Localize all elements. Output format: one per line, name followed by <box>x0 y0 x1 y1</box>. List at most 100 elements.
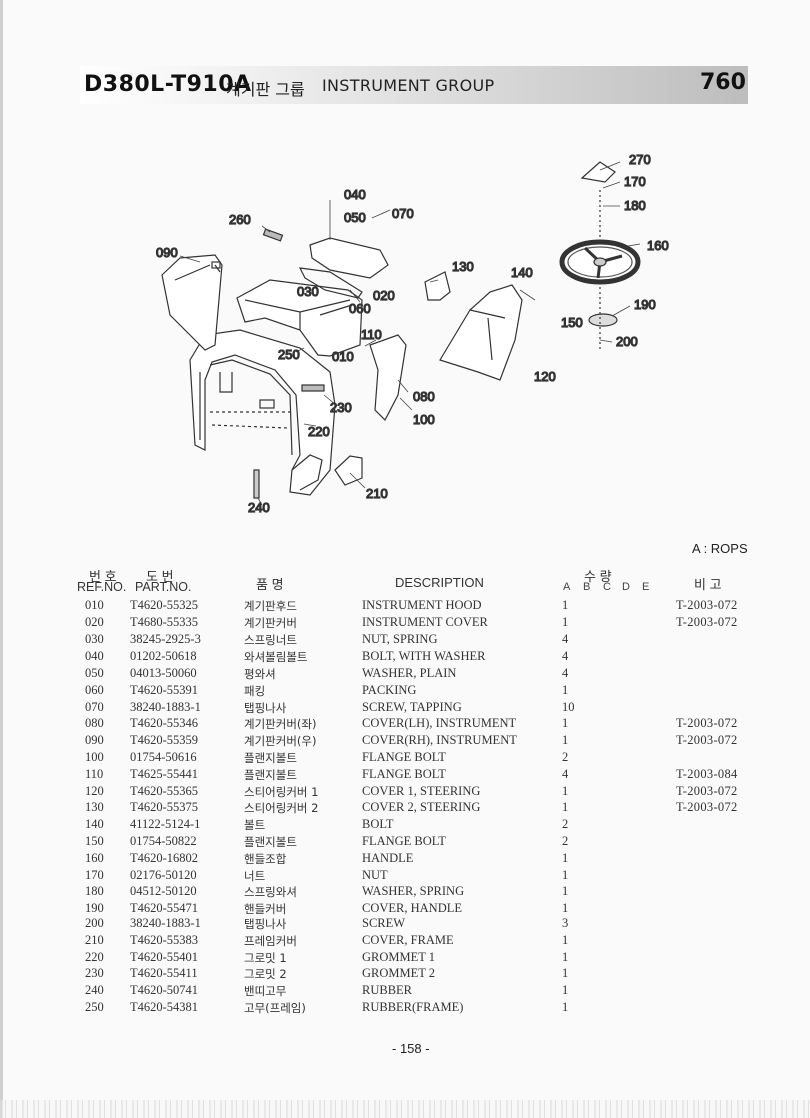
ref-no: 070 <box>85 700 104 714</box>
callout-150: 150 <box>561 315 583 330</box>
header-ref-ko: 번 호 <box>89 569 117 584</box>
rubber-240-drawing <box>253 469 260 499</box>
header-part-ko: 도 번 <box>146 569 174 584</box>
part-no: 02176-50120 <box>130 868 197 882</box>
group-title-ko: 계기판 그룹 <box>226 80 305 99</box>
qty: 1 <box>562 683 569 697</box>
description: FLANGE BOLT <box>362 834 446 848</box>
ref-no: 230 <box>85 966 104 980</box>
name-ko: 탭핑나사 <box>244 701 287 715</box>
part-no: T4620-54381 <box>130 1000 199 1014</box>
part-no: T4620-55359 <box>130 733 199 747</box>
part-no: 38240-1883-1 <box>130 916 201 930</box>
part-no: 01754-50616 <box>130 750 197 764</box>
ref-no: 150 <box>85 834 104 848</box>
name-ko: 볼트 <box>244 818 266 832</box>
qty: 1 <box>562 716 569 730</box>
name-ko: 계기판커버(우) <box>244 734 317 748</box>
name-ko: 스티어링커버 1 <box>244 785 319 799</box>
description: HANDLE <box>362 851 414 865</box>
callout-240: 240 <box>248 500 270 515</box>
part-no: T4620-16802 <box>130 851 199 865</box>
remark: T-2003-084 <box>676 767 738 781</box>
name-ko: 계기판후드 <box>244 599 297 613</box>
ref-no: 100 <box>85 750 104 764</box>
part-no: T4620-55365 <box>130 784 199 798</box>
name-ko: 플랜지볼트 <box>244 835 297 849</box>
qty: 1 <box>562 733 569 747</box>
page-edge <box>0 0 3 1118</box>
description: INSTRUMENT COVER <box>362 615 488 629</box>
part-no: 04013-50060 <box>130 666 197 680</box>
callout-170: 170 <box>624 174 646 189</box>
steering-covers-drawing <box>424 271 523 381</box>
name-ko: 계기판커버(좌) <box>244 717 317 731</box>
description: COVER, FRAME <box>362 933 454 947</box>
ref-no: 140 <box>85 817 104 831</box>
header-ref-en: REF.NO. <box>77 580 127 594</box>
name-ko: 핸들커버 <box>244 902 287 916</box>
callout-210: 210 <box>366 486 388 501</box>
qty: 3 <box>562 916 569 930</box>
qty: 1 <box>562 598 569 612</box>
ref-no: 190 <box>85 901 104 915</box>
remark: T-2003-072 <box>676 733 738 747</box>
ref-no: 110 <box>85 767 104 781</box>
ref-no: 220 <box>85 950 104 964</box>
name-ko: 스프링와셔 <box>244 885 297 899</box>
name-ko: 패킹 <box>244 684 266 698</box>
qty: 4 <box>562 666 569 680</box>
callout-080: 080 <box>413 389 435 404</box>
qty-col-d: D <box>622 581 630 593</box>
name-ko: 와셔볼림볼트 <box>244 650 308 664</box>
ref-no: 020 <box>85 615 104 629</box>
part-no: 38240-1883-1 <box>130 700 201 714</box>
description: BOLT <box>362 817 394 831</box>
name-ko: 너트 <box>244 869 266 883</box>
qty: 1 <box>562 901 569 915</box>
description: FLANGE BOLT <box>362 750 446 764</box>
name-ko: 플랜지볼트 <box>244 751 297 765</box>
name-ko: 그로밋 2 <box>244 967 287 981</box>
name-ko: 밴띠고무 <box>244 984 287 998</box>
model-title: D380L-T910A <box>84 72 252 97</box>
qty: 4 <box>562 767 569 781</box>
part-no: T4620-55471 <box>130 901 199 915</box>
callout-110: 110 <box>361 327 382 342</box>
callout-200: 200 <box>616 334 638 349</box>
qty: 1 <box>562 966 569 980</box>
remark: T-2003-072 <box>676 784 738 798</box>
ref-no: 080 <box>85 716 104 730</box>
callout-060: 060 <box>349 301 371 316</box>
callout-260: 260 <box>229 212 251 227</box>
ref-no: 200 <box>85 916 104 930</box>
description: COVER, HANDLE <box>362 901 462 915</box>
remark: T-2003-072 <box>676 598 738 612</box>
description: COVER 1, STEERING <box>362 784 481 798</box>
part-no: T4620-55375 <box>130 800 199 814</box>
qty: 1 <box>562 933 569 947</box>
header-name-ko: 품 명 <box>256 577 284 592</box>
qty-col-b: B <box>583 581 591 593</box>
rubber-260-drawing <box>262 228 284 242</box>
description: GROMMET 2 <box>362 966 436 980</box>
part-no: T4620-55401 <box>130 950 199 964</box>
ref-no: 210 <box>85 933 104 947</box>
page-number: - 158 - <box>392 1041 430 1056</box>
name-ko: 핸들조합 <box>244 852 287 866</box>
part-no: T4620-55391 <box>130 683 199 697</box>
qty-col-c: C <box>603 581 611 593</box>
name-ko: 스프링너트 <box>244 633 297 647</box>
description: WASHER, PLAIN <box>362 666 457 680</box>
